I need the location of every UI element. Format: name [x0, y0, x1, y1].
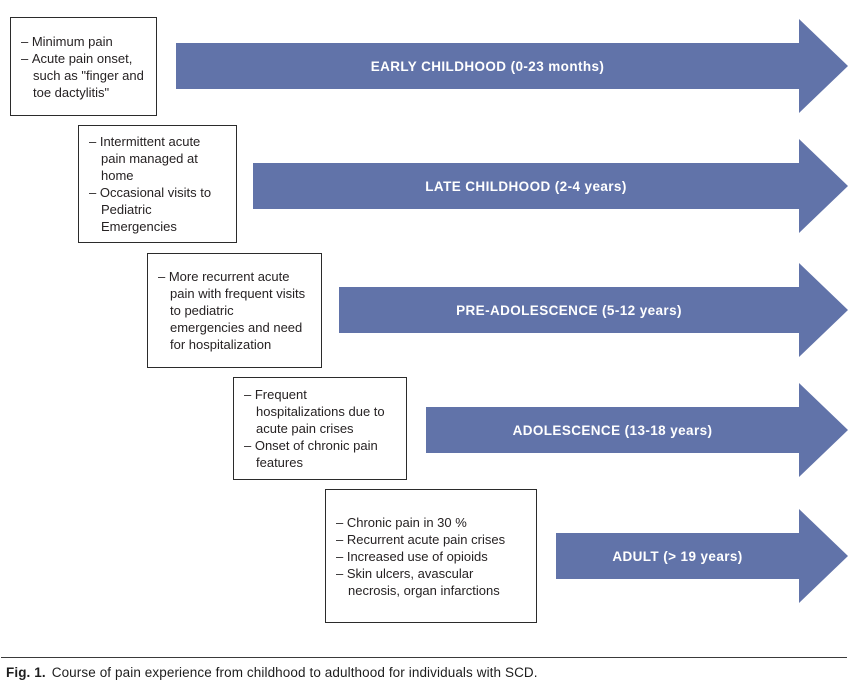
note-list: Chronic pain in 30 % Recurrent acute pai…: [336, 514, 526, 599]
note-list: Intermittent acute pain managed at home …: [89, 133, 226, 235]
stage-arrow-early-childhood: EARLY CHILDHOOD (0-23 months): [176, 19, 848, 113]
stage-note-box-late-childhood: Intermittent acute pain managed at home …: [78, 125, 237, 243]
right-arrow-icon: [426, 383, 848, 477]
stage-note-box-adolescence: Frequent hospitalizations due to acute p…: [233, 377, 407, 480]
figure-caption-label: Fig. 1.: [6, 665, 46, 680]
note-item: Recurrent acute pain crises: [336, 531, 526, 548]
stage-label: EARLY CHILDHOOD (0-23 months): [370, 58, 605, 74]
right-arrow-icon: [556, 509, 848, 603]
stage-label: ADULT (> 19 years): [612, 548, 743, 564]
stage-label: LATE CHILDHOOD (2-4 years): [425, 178, 627, 194]
right-arrow-icon: [176, 19, 848, 113]
note-list: Frequent hospitalizations due to acute p…: [244, 386, 396, 471]
figure-caption: Fig. 1. Course of pain experience from ch…: [6, 665, 852, 680]
note-item: Minimum pain: [21, 33, 146, 50]
figure-caption-text: Course of pain experience from childhood…: [51, 665, 538, 680]
right-arrow-icon: [339, 263, 848, 357]
note-item: Acute pain onset, such as "finger and to…: [21, 50, 146, 101]
stage-note-box-adult: Chronic pain in 30 % Recurrent acute pai…: [325, 489, 537, 623]
stage-label: ADOLESCENCE (13-18 years): [512, 422, 713, 438]
note-item: More recurrent acute pain with frequent …: [158, 268, 311, 353]
note-item: Frequent hospitalizations due to acute p…: [244, 386, 396, 437]
stage-note-box-pre-adolescence: More recurrent acute pain with frequent …: [147, 253, 322, 368]
stage-arrow-pre-adolescence: PRE-ADOLESCENCE (5-12 years): [339, 263, 848, 357]
stage-label: PRE-ADOLESCENCE (5-12 years): [456, 302, 682, 318]
note-item: Chronic pain in 30 %: [336, 514, 526, 531]
note-item: Increased use of opioids: [336, 548, 526, 565]
stage-note-box-early-childhood: Minimum pain Acute pain onset, such as "…: [10, 17, 157, 116]
note-item: Occasional visits to Pediatric Emergenci…: [89, 184, 226, 235]
caption-divider: [1, 657, 847, 658]
stage-arrow-adult: ADULT (> 19 years): [556, 509, 848, 603]
note-item: Skin ulcers, avascular necrosis, organ i…: [336, 565, 526, 599]
right-arrow-icon: [253, 139, 848, 233]
note-item: Onset of chronic pain features: [244, 437, 396, 471]
note-list: More recurrent acute pain with frequent …: [158, 268, 311, 353]
note-list: Minimum pain Acute pain onset, such as "…: [21, 33, 146, 101]
note-item: Intermittent acute pain managed at home: [89, 133, 226, 184]
stage-arrow-adolescence: ADOLESCENCE (13-18 years): [426, 383, 848, 477]
stage-arrow-late-childhood: LATE CHILDHOOD (2-4 years): [253, 139, 848, 233]
